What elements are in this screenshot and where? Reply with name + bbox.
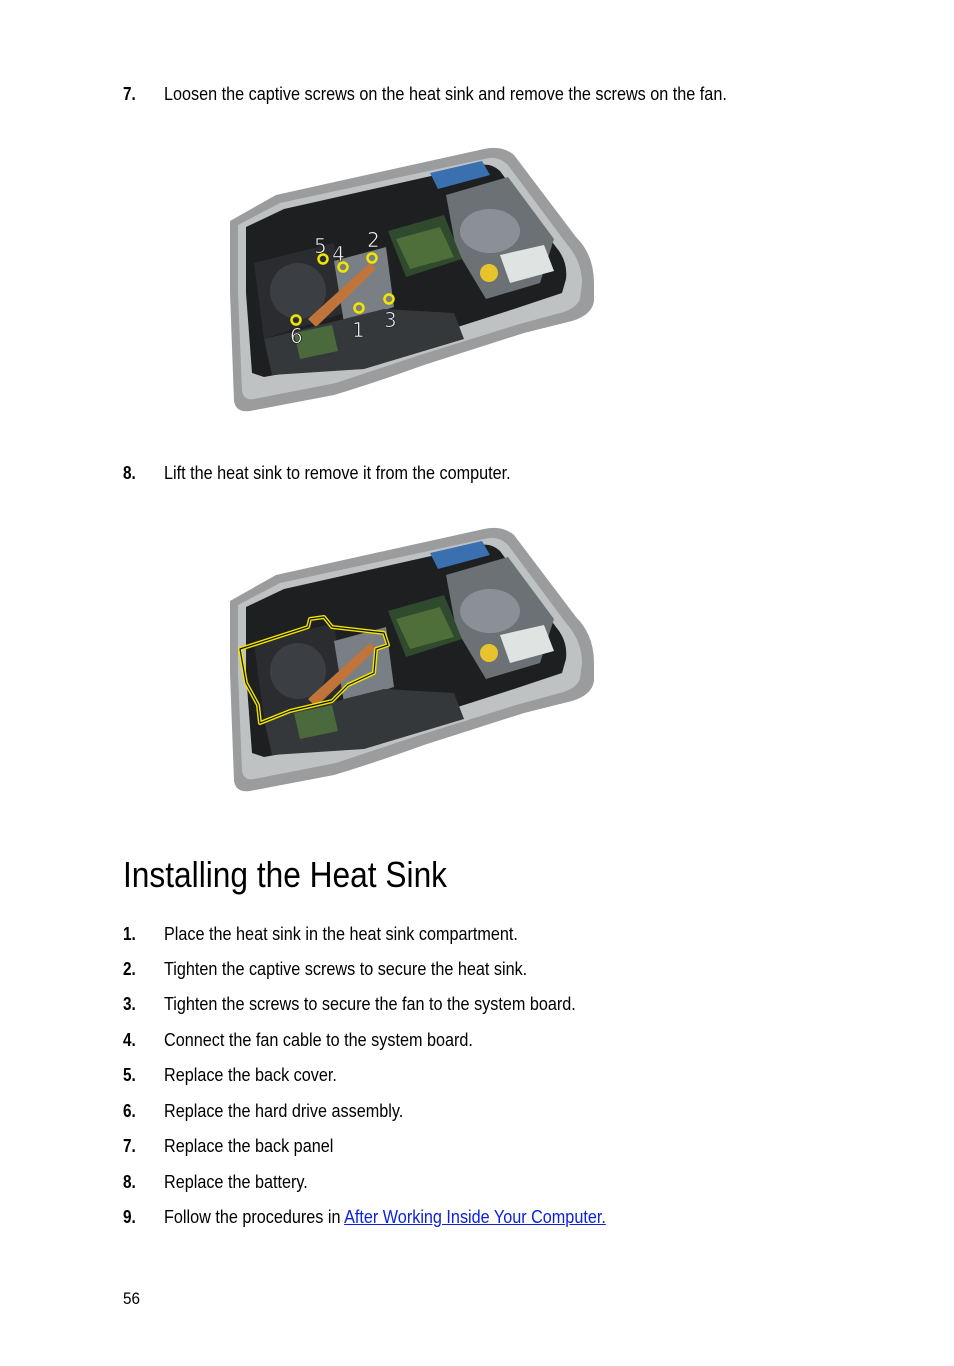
hdd-platter <box>460 589 520 633</box>
step-text: Connect the fan cable to the system boar… <box>164 1030 473 1050</box>
lower-board <box>264 689 464 755</box>
step-number: 8. <box>123 1172 136 1192</box>
step-text: Place the heat sink in the heat sink com… <box>164 924 518 944</box>
memory-chips <box>396 227 454 269</box>
install-step-4: 4. Connect the fan cable to the system b… <box>0 1028 954 1052</box>
install-step-5: 5. Replace the back cover. <box>0 1063 954 1087</box>
install-step-2: 2. Tighten the captive screws to secure … <box>0 957 954 981</box>
step-number: 1. <box>123 924 136 944</box>
fan-blades <box>270 643 326 699</box>
step-text: Replace the back cover. <box>164 1065 337 1085</box>
step-number: 5. <box>123 1065 136 1085</box>
screw-callouts <box>290 252 395 326</box>
install-step-8: 8. Replace the battery. <box>0 1170 954 1194</box>
step-number: 4. <box>123 1030 136 1050</box>
heat-sink-highlight-edge <box>239 616 389 724</box>
step-text: Loosen the captive screws on the heat si… <box>164 84 727 104</box>
heat-sink-removal-photo <box>224 523 600 795</box>
step-number: 8. <box>123 463 136 483</box>
coin-battery <box>480 264 498 282</box>
blue-card <box>430 541 490 569</box>
callout-label: 6 <box>290 324 303 348</box>
heat-sink-screws-photo: 5 4 2 6 1 3 <box>224 143 600 415</box>
install-step-7: 7. Replace the back panel <box>0 1134 954 1158</box>
step-number: 3. <box>123 994 136 1014</box>
step-text: Replace the battery. <box>164 1172 308 1192</box>
step-number: 6. <box>123 1101 136 1121</box>
install-step-9: 9. Follow the procedures in After Workin… <box>0 1205 954 1229</box>
fan-blades <box>270 263 326 319</box>
wireless-card <box>500 625 554 663</box>
install-step-1: 1. Place the heat sink in the heat sink … <box>0 922 954 946</box>
mini-card <box>294 325 338 359</box>
blue-card <box>430 161 490 189</box>
step-number: 7. <box>123 1136 136 1156</box>
heat-pipe <box>308 643 376 707</box>
step-number: 2. <box>123 959 136 979</box>
step-text: Follow the procedures in After Working I… <box>164 1205 606 1229</box>
hdd-platter <box>460 209 520 253</box>
heat-sink <box>334 247 394 323</box>
heat-pipe <box>308 263 376 327</box>
callout-label: 2 <box>367 228 380 252</box>
step-8: 8. Lift the heat sink to remove it from … <box>0 461 954 485</box>
step-text: Replace the back panel <box>164 1136 334 1156</box>
after-working-inside-link[interactable]: After Working Inside Your Computer. <box>344 1207 606 1227</box>
step-number: 7. <box>123 84 136 104</box>
mini-card <box>294 705 338 739</box>
callout-label: 4 <box>332 242 345 266</box>
coin-battery <box>480 644 498 662</box>
step-number: 9. <box>123 1207 136 1227</box>
lower-board <box>264 309 464 375</box>
memory-chips <box>396 607 454 649</box>
step-text-prefix: Follow the procedures in <box>164 1207 345 1227</box>
step-text: Tighten the captive screws to secure the… <box>164 959 528 979</box>
step-text: Replace the hard drive assembly. <box>164 1101 404 1121</box>
step-text: Lift the heat sink to remove it from the… <box>164 463 511 483</box>
page-number: 56 <box>123 1289 141 1308</box>
step-7: 7. Loosen the captive screws on the heat… <box>0 82 954 106</box>
install-step-3: 3. Tighten the screws to secure the fan … <box>0 992 954 1016</box>
callout-label: 5 <box>314 234 327 258</box>
callout-label: 1 <box>352 318 365 342</box>
section-title: Installing the Heat Sink <box>123 854 448 895</box>
install-step-6: 6. Replace the hard drive assembly. <box>0 1099 954 1123</box>
step-text: Tighten the screws to secure the fan to … <box>164 994 576 1014</box>
wireless-card <box>500 245 554 283</box>
callout-label: 3 <box>384 308 397 332</box>
